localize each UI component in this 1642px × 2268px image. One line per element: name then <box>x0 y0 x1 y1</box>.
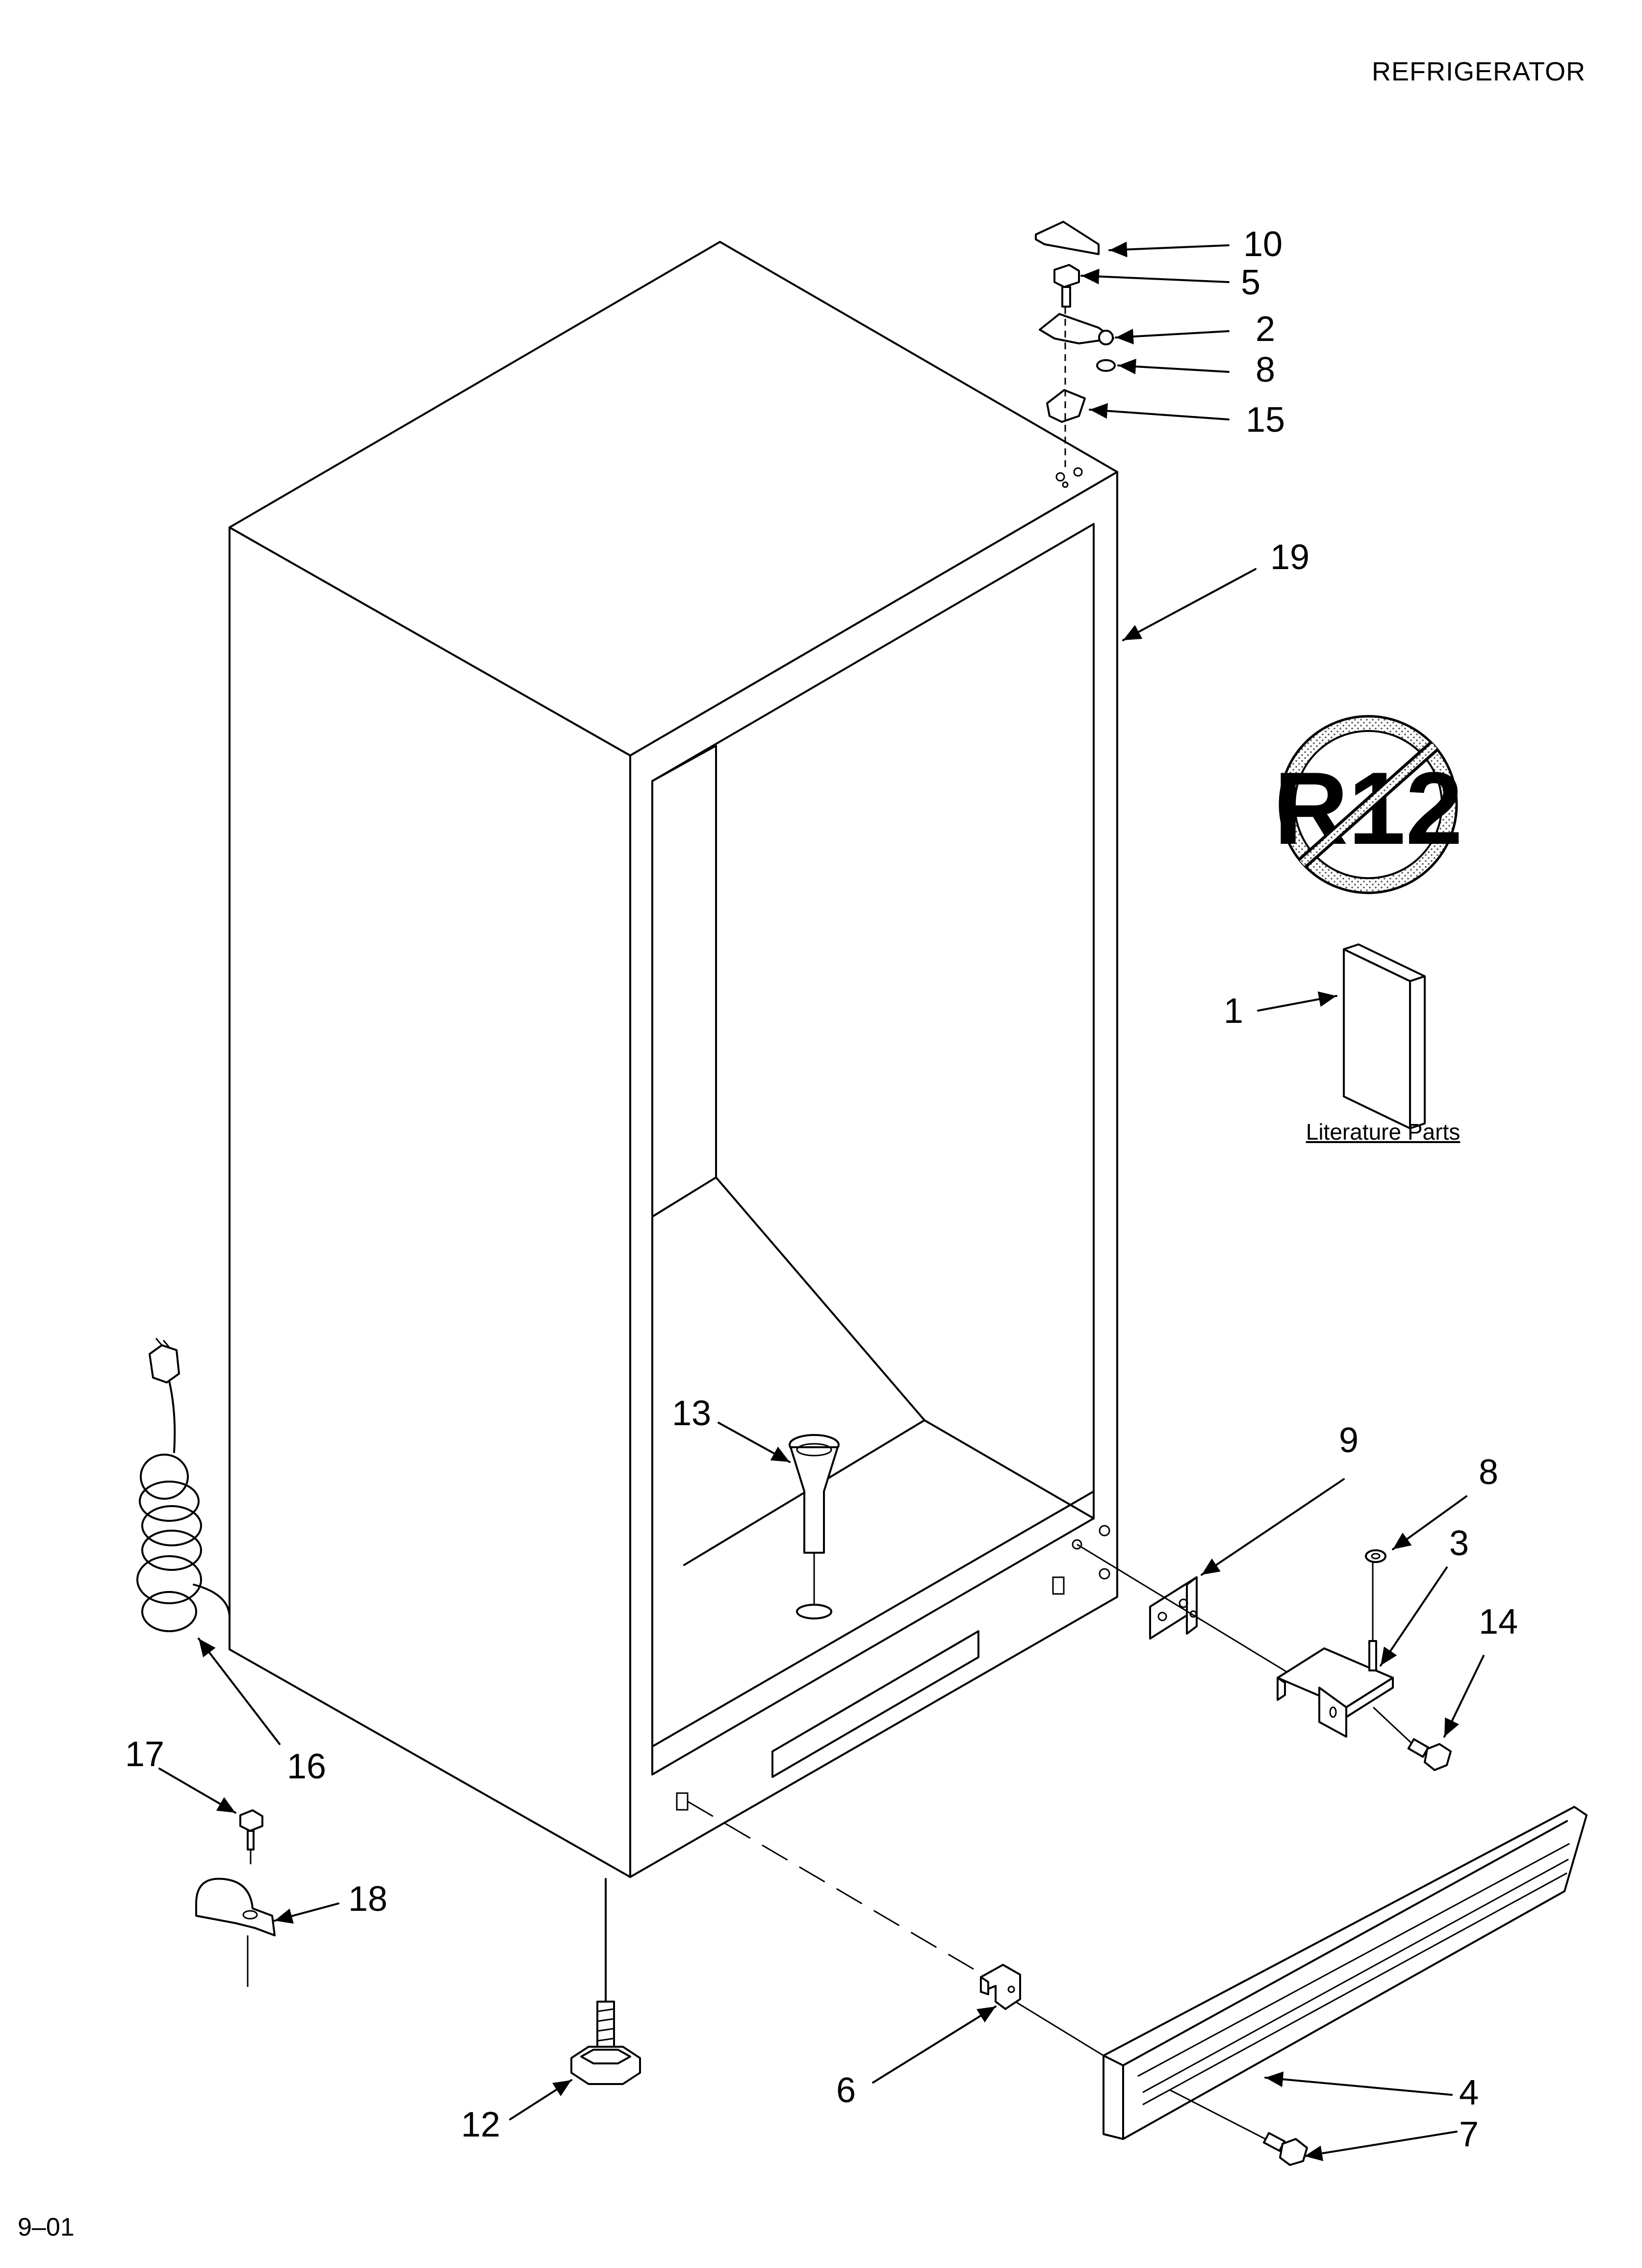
hinge-washer <box>1096 359 1116 372</box>
callout-1: 1 <box>1224 991 1244 1031</box>
hinge-pin <box>1098 330 1114 345</box>
leader-lines <box>158 241 1485 2162</box>
callout-3: 3 <box>1449 1524 1469 1563</box>
callout-18: 18 <box>348 1879 388 1919</box>
callout-6: 6 <box>836 2071 856 2110</box>
callout-14: 14 <box>1479 1602 1518 1642</box>
callout-2: 2 <box>1256 310 1276 349</box>
page-title: REFRIGERATOR <box>1371 57 1586 86</box>
literature-booklet <box>1343 943 1426 1129</box>
bottom-washer <box>1365 1549 1386 1563</box>
grille-clip <box>980 1964 1021 2010</box>
toe-grille <box>1103 1806 1588 2140</box>
callout-10: 10 <box>1243 225 1283 264</box>
callout-5: 5 <box>1241 263 1261 302</box>
callout-13: 13 <box>672 1394 712 1433</box>
callout-12: 12 <box>461 2105 501 2144</box>
date-code: 9–01 <box>18 2213 75 2242</box>
callout-4: 4 <box>1459 2073 1479 2112</box>
bottom-hinge-bracket <box>1149 1576 1198 1640</box>
power-cord <box>136 1338 231 1632</box>
literature-parts-caption: Literature Parts <box>1306 1119 1461 1145</box>
bottom-hinge <box>1277 1563 1394 1738</box>
cord-clamp <box>195 1877 276 1987</box>
callout-8-top: 8 <box>1256 350 1276 390</box>
callout-19: 19 <box>1270 538 1310 577</box>
cabinet-shell <box>229 241 1118 1878</box>
callout-16: 16 <box>287 1747 327 1786</box>
callout-8-bottom: 8 <box>1479 1453 1499 1492</box>
bottom-hinge-screw <box>1372 1706 1452 1771</box>
leveling-leg <box>570 1878 641 2085</box>
callout-17: 17 <box>125 1735 165 1774</box>
drain-tube <box>789 1434 840 1619</box>
callout-9: 9 <box>1339 1421 1359 1460</box>
hinge-cover <box>1035 221 1100 255</box>
hinge-screw <box>1053 264 1080 308</box>
grille-screw <box>1169 2089 1308 2166</box>
clamp-screw <box>239 1809 263 1864</box>
no-r12-badge: R12 <box>1274 715 1463 894</box>
callout-15: 15 <box>1246 400 1285 440</box>
callout-7: 7 <box>1459 2115 1479 2154</box>
